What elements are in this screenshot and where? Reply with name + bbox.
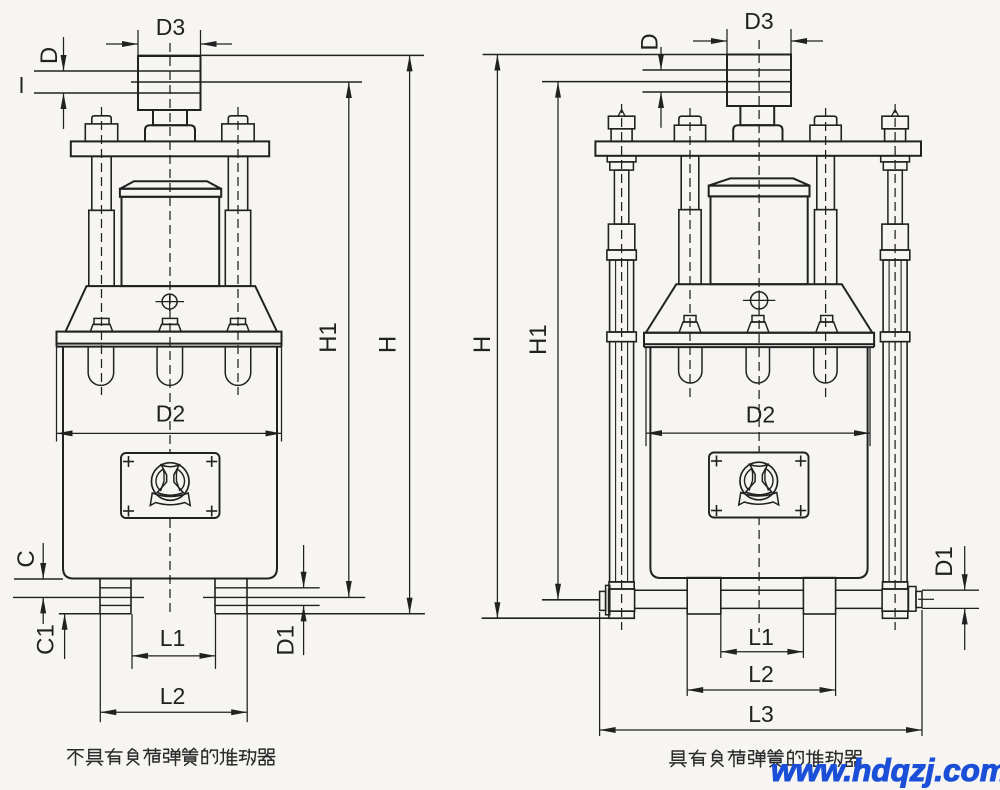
svg-text:C: C xyxy=(13,550,40,567)
svg-text:H: H xyxy=(374,336,401,353)
svg-text:L2: L2 xyxy=(748,661,774,687)
svg-text:H1: H1 xyxy=(315,322,342,353)
svg-text:D: D xyxy=(36,47,63,64)
svg-text:D1: D1 xyxy=(931,546,958,577)
svg-text:H: H xyxy=(469,336,496,353)
svg-text:C1: C1 xyxy=(33,624,60,655)
svg-text:D2: D2 xyxy=(156,401,185,427)
svg-text:L2: L2 xyxy=(160,683,186,709)
svg-text:H1: H1 xyxy=(525,324,552,355)
svg-text:L1: L1 xyxy=(160,625,186,651)
svg-text:www.hdqzj.com: www.hdqzj.com xyxy=(771,752,1000,788)
svg-text:L3: L3 xyxy=(748,701,774,727)
svg-text:D1: D1 xyxy=(273,625,300,656)
svg-text:L1: L1 xyxy=(748,624,774,650)
svg-text:D3: D3 xyxy=(744,8,773,34)
svg-text:D3: D3 xyxy=(156,14,185,40)
svg-text:D2: D2 xyxy=(746,402,775,428)
svg-text:D: D xyxy=(637,33,664,50)
